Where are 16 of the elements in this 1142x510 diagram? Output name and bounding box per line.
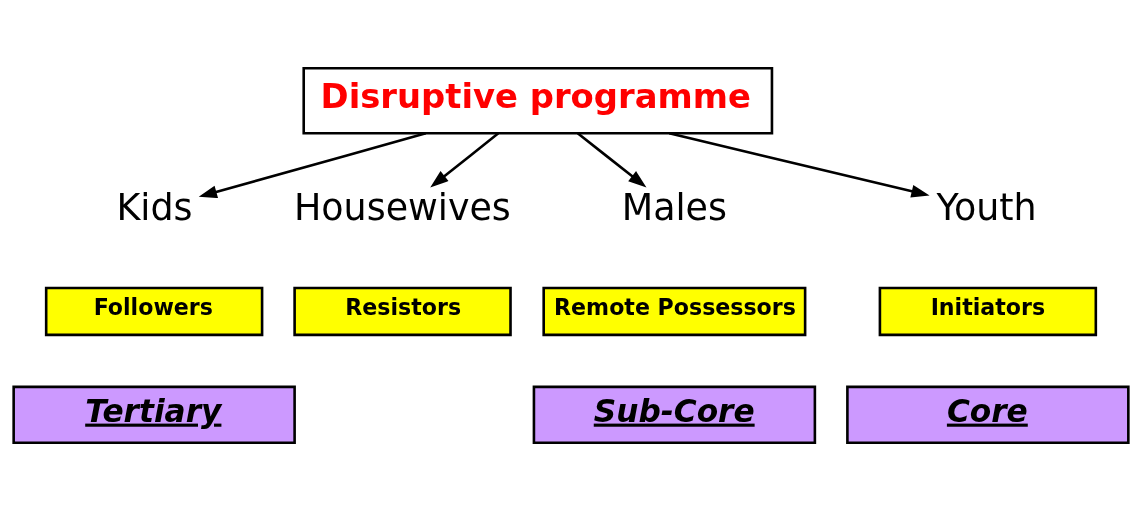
node-text: Housewives xyxy=(293,185,511,229)
node-text: Kids xyxy=(116,185,193,229)
node-text: Youth xyxy=(936,185,1037,229)
node-box: Disruptive programme xyxy=(302,66,774,135)
arrow xyxy=(576,131,647,187)
node-box: Sub-Core xyxy=(532,385,817,444)
node-box: Resistors xyxy=(293,286,512,336)
arrow xyxy=(668,131,930,197)
node-box: Remote Possessors xyxy=(542,286,807,336)
arrow xyxy=(430,131,500,187)
arrow xyxy=(198,131,427,198)
node-box: Tertiary xyxy=(12,385,296,444)
node-box: Initiators xyxy=(878,286,1098,336)
node-box: Core xyxy=(846,385,1130,444)
node-box: Followers xyxy=(44,286,264,336)
node-text: Males xyxy=(621,185,727,229)
